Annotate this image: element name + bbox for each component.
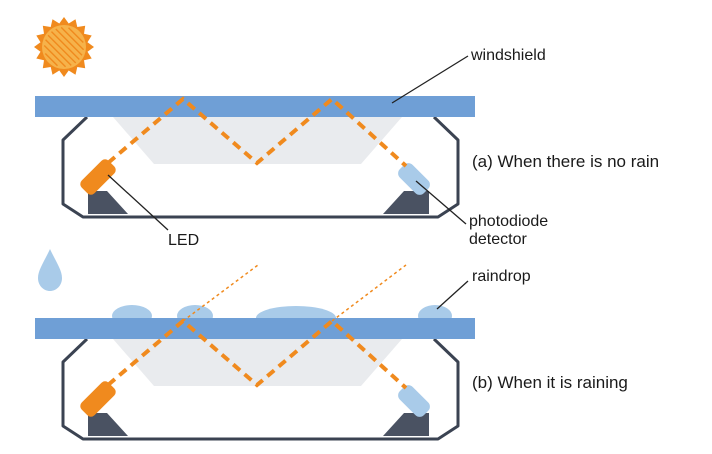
caption-no-rain: (a) When there is no rain bbox=[472, 152, 659, 171]
sensor-housing bbox=[61, 115, 460, 219]
caption-raining: (b) When it is raining bbox=[472, 373, 628, 392]
led-base bbox=[88, 413, 128, 436]
windshield-label: windshield bbox=[470, 47, 546, 64]
escaping-light bbox=[331, 264, 407, 322]
led-base bbox=[88, 191, 128, 214]
led-emitter bbox=[80, 381, 116, 417]
sensor-panel-no-rain bbox=[35, 96, 475, 219]
leader-line-raindrop bbox=[436, 280, 469, 310]
escaping-light bbox=[182, 264, 259, 322]
light-path bbox=[106, 318, 408, 390]
photodiode-detector bbox=[398, 385, 430, 417]
leader-line-windshield bbox=[391, 55, 469, 104]
photodiode-label: photodiode bbox=[469, 213, 548, 230]
sensor-panel-raining bbox=[35, 264, 475, 441]
led-label: LED bbox=[168, 232, 199, 249]
leader-line-photodiode bbox=[415, 180, 467, 225]
coupling-prism bbox=[113, 117, 402, 164]
raindrop-label: raindrop bbox=[472, 268, 531, 285]
sensor-housing bbox=[61, 337, 460, 441]
leader-line-led bbox=[107, 174, 169, 231]
led-emitter bbox=[80, 159, 116, 195]
detector-base bbox=[383, 191, 429, 214]
detector-label: detector bbox=[469, 231, 527, 248]
windshield-glass bbox=[35, 318, 475, 339]
sun-icon bbox=[34, 17, 94, 77]
detector-base bbox=[383, 413, 429, 436]
light-path bbox=[106, 96, 408, 168]
windshield-glass bbox=[35, 96, 475, 117]
raindrop-icon bbox=[38, 249, 62, 291]
coupling-prism bbox=[113, 339, 402, 386]
